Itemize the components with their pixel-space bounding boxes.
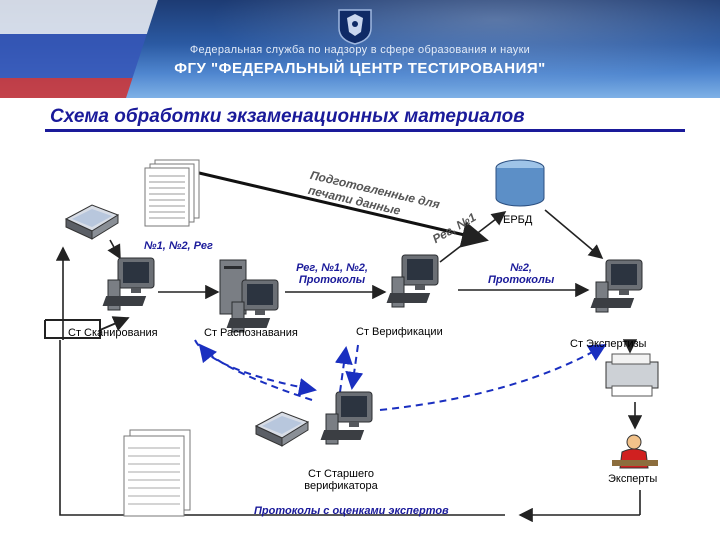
page-title: Схема обработки экзаменационных материал… xyxy=(50,106,525,127)
label-n2-1: №2, xyxy=(510,262,532,274)
expert-person-icon xyxy=(612,434,658,469)
arrow-scanner-pc1 xyxy=(107,239,121,260)
emblem-icon xyxy=(338,9,372,45)
exam-forms-icon xyxy=(144,159,200,227)
loop-line xyxy=(59,340,505,516)
title-underline xyxy=(45,129,685,132)
verif-station-pc-icon xyxy=(386,254,439,308)
label-n1-n2-reg: №1, №2, Рег xyxy=(144,240,213,252)
label-st-senior-1: Ст Старшего xyxy=(308,468,374,480)
senior-verifier-pc-icon xyxy=(320,391,373,445)
label-protocols-experts: Протоколы с оценками экспертов xyxy=(254,505,449,517)
label-st-verif: Ст Верификации xyxy=(356,326,443,338)
scanner-icon xyxy=(65,204,119,240)
expert-forms-icon xyxy=(123,429,191,517)
banner-glow xyxy=(160,0,720,98)
label-st-senior-2: верификатора xyxy=(304,480,378,492)
server-pc-icon xyxy=(219,259,279,333)
label-st-recog: Ст Распознавания xyxy=(204,327,298,339)
label-experts: Эксперты xyxy=(608,473,658,485)
dashed-arrow-verif-senior xyxy=(345,344,364,390)
label-erbd: ЕРБД xyxy=(503,214,533,226)
arrow-erbd-to-expert xyxy=(544,209,604,260)
printer-icon xyxy=(605,353,659,397)
scan-station-pc-icon xyxy=(102,257,155,311)
header-banner: Федеральная служба по надзору в сфере об… xyxy=(0,0,720,98)
senior-scanner-icon xyxy=(255,411,309,447)
scan-station-box xyxy=(44,319,101,339)
agency-name: Федеральная служба по надзору в сфере об… xyxy=(189,44,531,56)
arrow-print-data xyxy=(164,163,489,248)
center-name: ФГУ "ФЕДЕРАЛЬНЫЙ ЦЕНТР ТЕСТИРОВАНИЯ" xyxy=(174,60,546,77)
expert-station-pc-icon xyxy=(590,259,643,313)
database-icon xyxy=(495,159,545,207)
label-reg-protocols-1: Рег, №1, №2, xyxy=(296,262,368,274)
label-n2-2: Протоколы xyxy=(488,274,555,286)
arrow-scan-to-pc xyxy=(99,316,130,332)
label-st-expert: Ст Экспертизы xyxy=(570,338,647,350)
dashed-arrow-recog-senior xyxy=(194,339,317,396)
label-st-scan: Ст Сканирования xyxy=(68,327,158,339)
arrow-verif-to-erbd xyxy=(439,211,507,263)
dashed-arrow-expert-senior xyxy=(379,343,607,411)
label-reg-protocols-2: Протоколы xyxy=(298,274,366,286)
